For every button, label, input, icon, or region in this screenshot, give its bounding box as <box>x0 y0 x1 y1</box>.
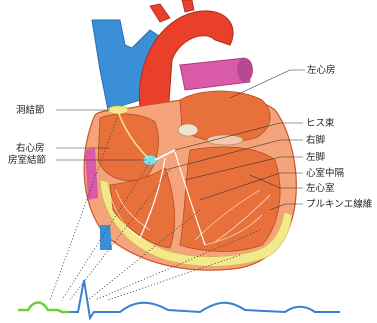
aortic-valve <box>178 124 198 136</box>
inferior-vena-cava <box>100 225 112 250</box>
label-left-atrium: 左心房 <box>307 64 336 76</box>
label-septum: 心室中隔 <box>306 167 345 179</box>
ecg-trace-blue <box>70 280 340 318</box>
label-left-branch: 左脚 <box>306 151 325 163</box>
label-right-atrium: 右心房 <box>16 142 45 154</box>
ecg-trace-green <box>18 303 70 313</box>
right-atrium <box>98 114 158 181</box>
label-his-bundle: ヒス束 <box>306 118 335 129</box>
pulmonary-vein-opening <box>237 58 253 82</box>
label-left-ventricle: 左心室 <box>306 182 335 194</box>
label-av-node: 房室結節 <box>8 154 47 166</box>
label-right-branch: 右脚 <box>306 134 325 146</box>
label-purkinje: プルキンエ線維 <box>306 198 373 210</box>
left-ventricle-chamber <box>180 147 280 251</box>
mitral-valve <box>207 135 243 145</box>
label-sa-node: 洞結節 <box>16 104 45 116</box>
